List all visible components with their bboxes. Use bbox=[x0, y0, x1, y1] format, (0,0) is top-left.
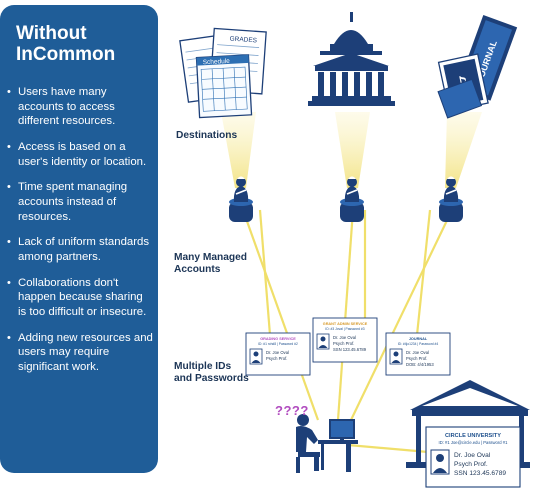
agent-figure-icon bbox=[340, 176, 364, 222]
card-id-line: ID: #3 Joval | Password #3 bbox=[325, 327, 364, 331]
bullet-item: • Collaborations don't happen because sha… bbox=[6, 276, 154, 320]
bullet-text: Lack of uniform standards among partners… bbox=[18, 236, 150, 263]
card-id-line: ID: #4jo1234 | Password #4 bbox=[398, 342, 439, 346]
light-beam bbox=[221, 112, 256, 188]
card-text-line: DOB: 4/4/1953 bbox=[406, 362, 434, 367]
panel-title: Without InCommon bbox=[16, 23, 156, 65]
bullet-item: • Users have many accounts to access diff… bbox=[6, 85, 154, 129]
journal-media-icon: JOURNAL ♪ bbox=[437, 15, 518, 119]
bullet-dot: • bbox=[7, 331, 11, 344]
card-text-line: Psych Prof. bbox=[406, 356, 427, 361]
card-text-line: Dr. Joe Oval bbox=[406, 350, 429, 355]
bullet-text: Time spent managing accounts instead of … bbox=[18, 181, 128, 223]
card-text-line: Psych Prof. bbox=[333, 341, 354, 346]
card-text-line: Psych Prof. bbox=[266, 356, 287, 361]
card-text-line: Dr. Joe Oval bbox=[333, 335, 356, 340]
bullet-item: • Adding new resources and users may requ… bbox=[6, 331, 154, 375]
light-beam bbox=[445, 112, 482, 188]
id-card-grading-service: GRADING SERVICE ID: #1 rchd8 | Password … bbox=[245, 332, 311, 376]
card-text-line: Dr. Joe Oval bbox=[454, 452, 491, 459]
card-id-line: ID: #1 rchd8 | Password #2 bbox=[258, 342, 298, 346]
id-card-grant-admin-service: GRANT ADMIN SERVICE ID: #3 Joval | Passw… bbox=[312, 317, 378, 363]
bullet-text: Collaborations don't happen because shar… bbox=[18, 276, 147, 318]
bullet-item: • Time spent managing accounts instead of… bbox=[6, 180, 154, 224]
label-line: and Passwords bbox=[174, 373, 249, 384]
bullet-text: Access is based on a user's identity or … bbox=[18, 140, 147, 168]
card-header: GRADING SERVICE bbox=[260, 337, 296, 341]
schedule-doc-label: Schedule bbox=[203, 58, 231, 66]
card-text-line: Psych Prof. bbox=[454, 461, 488, 468]
bullet-dot: • bbox=[7, 86, 11, 98]
light-beam bbox=[335, 112, 370, 188]
panel-title-line1: Without bbox=[16, 23, 87, 44]
bullet-dot: • bbox=[7, 140, 11, 153]
bullet-text: Adding new resources and users may requi… bbox=[18, 331, 153, 373]
capitol-building-icon bbox=[308, 12, 395, 106]
card-text-line: SSN 123.45.6789 bbox=[333, 347, 367, 352]
card-header: CIRCLE UNIVERSITY bbox=[445, 433, 501, 439]
bullet-dot: • bbox=[7, 181, 11, 194]
card-text-line: Dr. Joe Oval bbox=[266, 350, 289, 355]
grades-doc-label: GRADES bbox=[229, 36, 258, 45]
bullet-dot: • bbox=[7, 276, 11, 289]
bullet-dot: • bbox=[7, 236, 11, 249]
agent-figure-icon bbox=[439, 176, 463, 222]
bullet-list: • Users have many accounts to access diff… bbox=[6, 85, 154, 386]
id-card-journal: JOURNAL ID: #4jo1234 | Password #4 Dr. J… bbox=[385, 332, 451, 376]
agent-figure-icon bbox=[229, 176, 253, 222]
card-text-line: SSN 123.45.6789 bbox=[454, 470, 506, 477]
card-header: JOURNAL bbox=[409, 337, 428, 341]
question-marks: ???? bbox=[275, 403, 309, 418]
panel-title-line2: InCommon bbox=[16, 44, 116, 65]
confused-user-icon bbox=[296, 414, 358, 473]
card-id-line: ID: #1 Joe@circle.edu | Password #1 bbox=[439, 440, 509, 445]
label-line: Accounts bbox=[174, 264, 221, 275]
card-header: GRANT ADMIN SERVICE bbox=[323, 322, 368, 326]
documents-icon: GRADES Schedule bbox=[179, 27, 267, 119]
label-line: Many Managed bbox=[174, 252, 248, 263]
label-many-managed-accounts: Many Managed Accounts bbox=[174, 252, 247, 276]
label-destinations: Destinations bbox=[176, 130, 238, 141]
label-multiple-ids: Multiple IDs and Passwords bbox=[174, 361, 249, 385]
bullet-text: Users have many accounts to access diffe… bbox=[18, 86, 116, 128]
label-line: Multiple IDs bbox=[174, 361, 232, 372]
connection-lines bbox=[241, 209, 453, 454]
id-card-circle-university: CIRCLE UNIVERSITY ID: #1 Joe@circle.edu … bbox=[425, 426, 521, 488]
bullet-item: • Access is based on a user's identity or… bbox=[6, 140, 154, 169]
bullet-item: • Lack of uniform standards among partner… bbox=[6, 235, 154, 264]
info-panel: Without InCommon • Users have many accoun… bbox=[0, 5, 158, 473]
